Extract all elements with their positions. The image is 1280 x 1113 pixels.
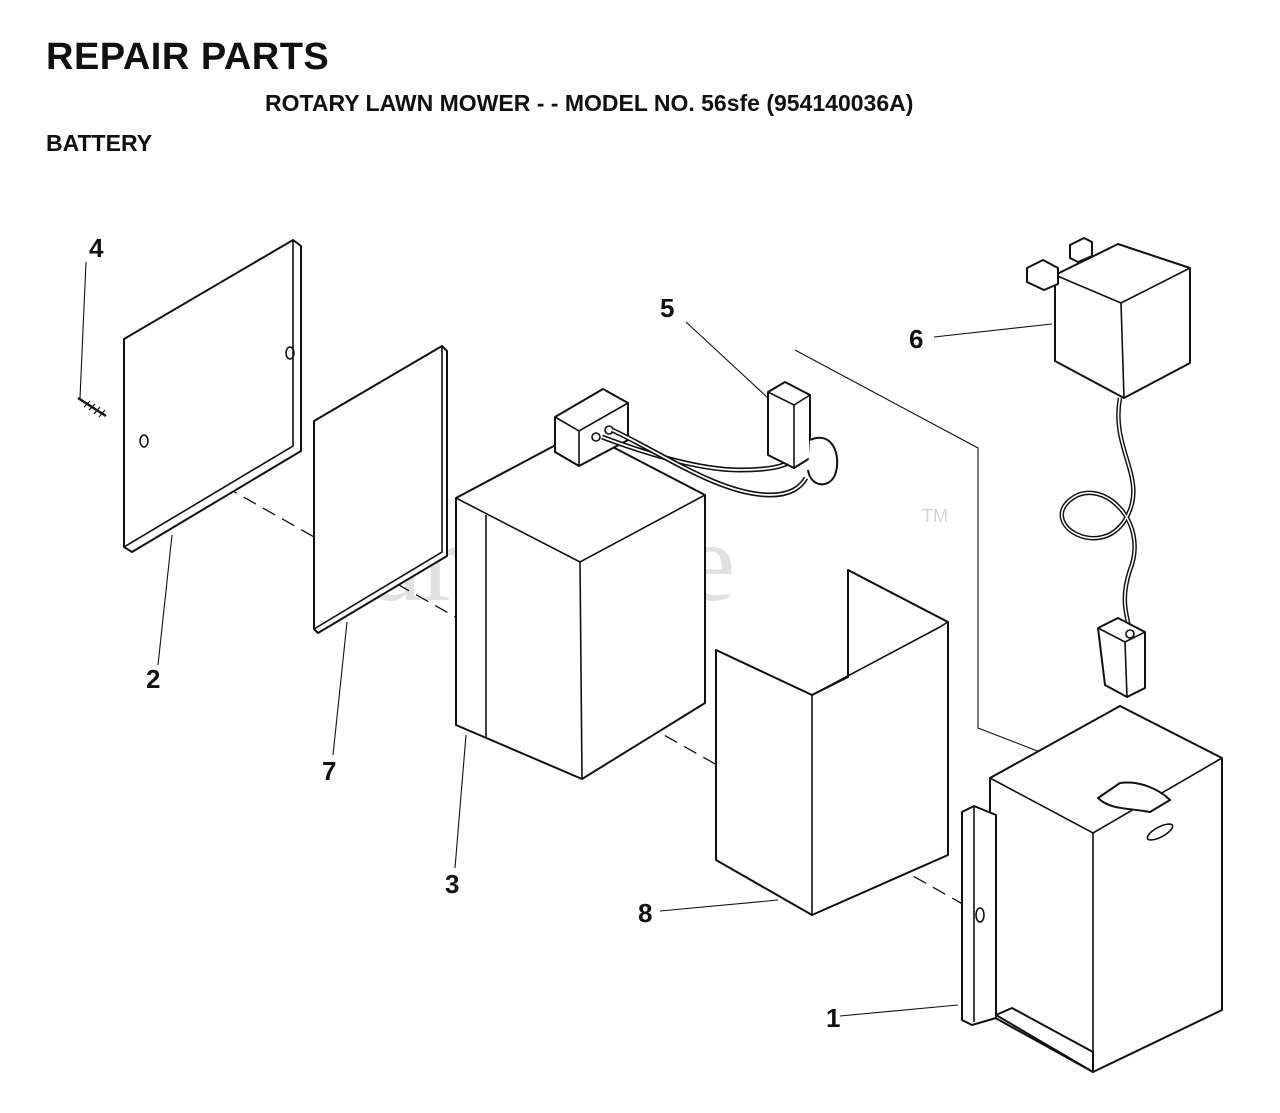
part-8-cover: [715, 569, 949, 916]
leader-line-3: [454, 734, 467, 869]
part-6-charger: [1026, 237, 1191, 698]
part-2-plate: [123, 239, 302, 553]
model-subtitle: ROTARY LAWN MOWER - - MODEL NO. 56sfe (9…: [265, 90, 914, 116]
part-5-wire-harness: [601, 381, 839, 498]
callout-1: 1: [826, 1003, 840, 1033]
assembly-outline: [794, 349, 1041, 753]
callout-6: 6: [909, 324, 923, 354]
part-1-housing: [961, 705, 1223, 1073]
part-7-pad: [313, 345, 448, 634]
callout-8: 8: [638, 898, 652, 928]
watermark-trademark: TM: [922, 506, 948, 526]
part-4-screw: [77, 396, 107, 418]
part-3-battery: [455, 388, 706, 780]
leader-line-7: [332, 621, 348, 756]
callout-7: 7: [322, 756, 336, 786]
callout-4: 4: [89, 233, 104, 263]
page-title: REPAIR PARTS: [46, 36, 330, 78]
leader-line-2: [157, 534, 173, 666]
leader-line-6: [933, 323, 1053, 338]
callout-2: 2: [146, 664, 160, 694]
leader-line-1: [839, 1004, 959, 1017]
section-heading: BATTERY: [46, 130, 153, 156]
callout-5: 5: [660, 293, 674, 323]
leader-line-8: [659, 899, 779, 912]
leader-line-5: [685, 321, 769, 399]
callout-3: 3: [445, 869, 459, 899]
leader-line-4: [79, 261, 87, 399]
